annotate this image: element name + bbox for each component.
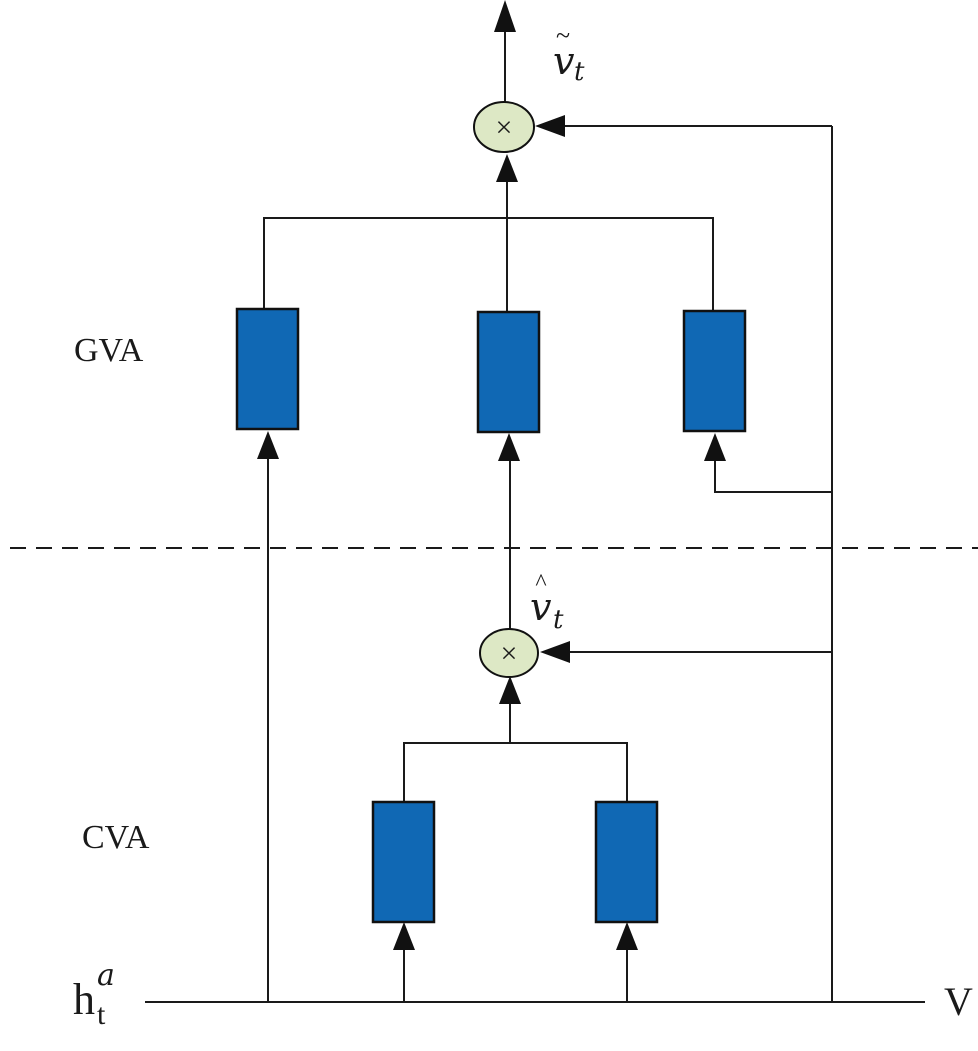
cva-merge-wire: [403, 742, 628, 802]
lower-node-circle: [479, 628, 539, 678]
lower-multiply-node: ×: [479, 628, 539, 678]
v-hat-sub: t: [553, 605, 564, 635]
cva-label: CVA: [82, 819, 150, 856]
gva-block-right: [682, 309, 747, 433]
cva-block-left: [371, 800, 436, 924]
gva-block-left: [235, 307, 300, 431]
arrowheads: [257, 0, 726, 950]
h-input-label: h t a: [73, 958, 115, 1031]
lower-node-in-arrowhead: [499, 676, 521, 704]
v-tilde-accent: ~: [556, 21, 570, 50]
v-tilde-sub: t: [574, 57, 585, 87]
v-input-label: V: [944, 979, 973, 1024]
upper-multiply-symbol: ×: [496, 111, 513, 144]
gva-merge-wire: [263, 217, 714, 312]
gva-right-arrowhead: [704, 433, 726, 461]
cva-block-right: [594, 800, 659, 924]
upper-node-in-arrowhead: [496, 154, 518, 182]
h-label-base: h: [73, 975, 95, 1024]
cva-right-arrowhead: [616, 922, 638, 950]
cva-blocks: [371, 800, 659, 924]
h-label-sup: a: [97, 958, 115, 993]
v-to-cva-right-wire: [626, 948, 832, 1003]
v-tilde-label: ~ v t: [553, 21, 585, 87]
upper-node-circle: [473, 101, 535, 153]
gva-label: GVA: [74, 332, 144, 369]
h-label-sub: t: [97, 998, 106, 1031]
gva-blocks: [235, 307, 747, 434]
gva-block-middle: [476, 310, 541, 434]
lower-multiply-symbol: ×: [501, 637, 518, 670]
connections: [145, 30, 925, 1003]
gva-left-arrowhead: [257, 431, 279, 459]
v-hat-base: v: [530, 585, 552, 629]
v-tilde-base: v: [553, 39, 575, 83]
gva-mid-arrowhead: [498, 433, 520, 461]
upper-multiply-node: ×: [473, 101, 535, 153]
output-arrowhead: [494, 0, 516, 32]
v-hat-accent: ^: [535, 570, 546, 596]
v-hat-label: ^ v t: [530, 570, 564, 635]
lower-node-side-arrowhead: [540, 641, 570, 663]
cva-left-arrowhead: [393, 922, 415, 950]
upper-node-side-arrowhead: [535, 115, 565, 137]
v-to-gva-right-wire: [714, 458, 832, 493]
